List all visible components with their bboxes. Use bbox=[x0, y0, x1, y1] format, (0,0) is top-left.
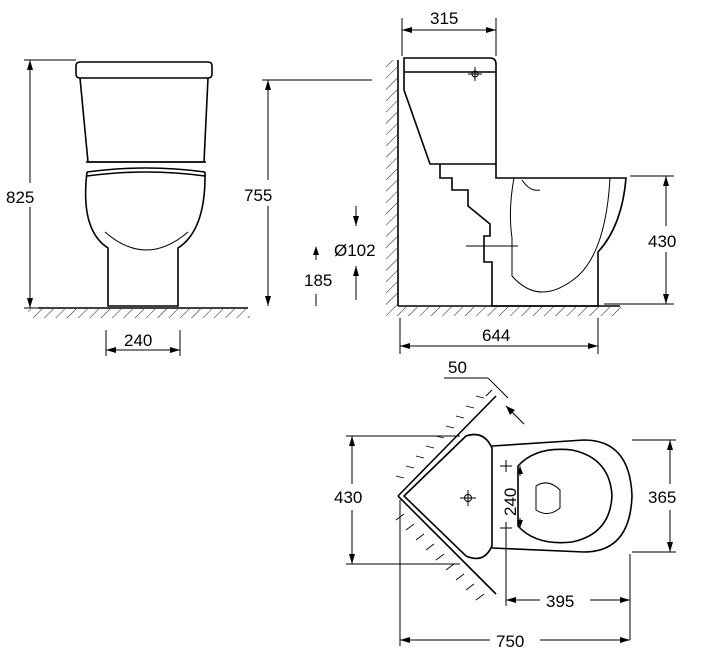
dim-185-label: 185 bbox=[304, 271, 332, 290]
dim-750-arrow-right bbox=[620, 637, 630, 643]
dim-50-arrow bbox=[506, 406, 515, 415]
dim-315-label: 315 bbox=[430, 9, 458, 28]
dim-750-label: 750 bbox=[496, 632, 524, 651]
dim-240-arrow-right bbox=[170, 347, 180, 353]
dim-240p-arrow-top bbox=[517, 466, 523, 474]
dim-430s-arrow-bottom bbox=[663, 294, 669, 304]
dim-50-label: 50 bbox=[448, 358, 467, 377]
side-cistern bbox=[403, 57, 497, 165]
dim-102-arrow-top bbox=[353, 216, 359, 226]
dim-240p-label: 240 bbox=[501, 488, 520, 516]
plan-wall-hatch bbox=[395, 389, 493, 601]
side-floor-hatch bbox=[386, 307, 622, 316]
dim-50-leader-diag bbox=[487, 377, 509, 399]
dim-825-arrow-bottom bbox=[27, 298, 33, 308]
dim-365-label: 365 bbox=[648, 488, 676, 507]
dim-102-label: Ø102 bbox=[334, 241, 376, 260]
front-bowl bbox=[84, 171, 206, 307]
plan-bowl-rim bbox=[517, 448, 613, 544]
dim-240p-arrow-bottom bbox=[517, 520, 523, 528]
dim-395-arrow-right bbox=[620, 597, 630, 603]
dim-825-arrow-top bbox=[27, 60, 33, 70]
side-view: 315 755 Ø102 185 430 644 bbox=[244, 9, 676, 354]
dim-240-arrow-left bbox=[106, 347, 116, 353]
plan-cistern bbox=[402, 433, 493, 560]
front-cistern-lid bbox=[75, 61, 213, 79]
side-wall-hatch bbox=[386, 60, 397, 308]
side-bowl-inner bbox=[509, 177, 611, 293]
front-seat-top bbox=[86, 167, 206, 173]
side-pan-outline bbox=[439, 164, 627, 307]
dim-365-arrow-bottom bbox=[667, 542, 673, 552]
dim-644-arrow-right bbox=[588, 343, 598, 349]
dim-430s-label: 430 bbox=[648, 232, 676, 251]
dim-755-label: 755 bbox=[244, 186, 272, 205]
plan-bowl-outlet bbox=[535, 482, 561, 514]
plan-flush-button-icon bbox=[464, 494, 472, 502]
dim-750-arrow-left bbox=[400, 637, 410, 643]
dim-430p-arrow-top bbox=[349, 436, 355, 446]
dim-365-arrow-top bbox=[667, 440, 673, 450]
side-flush-button-icon bbox=[471, 70, 479, 78]
dim-644-arrow-left bbox=[400, 343, 410, 349]
plan-wall-upper bbox=[397, 395, 497, 497]
front-view: 825 240 bbox=[6, 59, 250, 356]
dim-315-arrow-right bbox=[486, 27, 496, 33]
dim-755-arrow-bottom bbox=[265, 296, 271, 306]
dim-315-arrow-left bbox=[402, 27, 412, 33]
dim-185-arrow bbox=[313, 246, 319, 255]
dim-644-label: 644 bbox=[482, 326, 510, 345]
front-cistern-body bbox=[79, 77, 209, 163]
plan-view: 50 430 365 240 395 7 bbox=[334, 358, 676, 651]
dim-430p-label: 430 bbox=[334, 488, 362, 507]
dim-430s-arrow-top bbox=[663, 176, 669, 186]
front-floor-hatch bbox=[28, 309, 250, 318]
plan-pan-outline bbox=[491, 439, 633, 553]
front-bowl-curve bbox=[104, 231, 189, 251]
dim-755-arrow-top bbox=[265, 80, 271, 90]
dim-395-arrow-left bbox=[506, 597, 516, 603]
dim-240-label: 240 bbox=[124, 331, 152, 350]
plan-wall-lower bbox=[397, 495, 497, 595]
dim-102-arrow-bottom bbox=[353, 266, 359, 276]
dim-395-label: 395 bbox=[546, 592, 574, 611]
front-seat-lid bbox=[86, 171, 206, 177]
dim-825-label: 825 bbox=[6, 188, 34, 207]
dim-430p-arrow-bottom bbox=[349, 554, 355, 564]
side-rim-detail bbox=[521, 179, 541, 191]
